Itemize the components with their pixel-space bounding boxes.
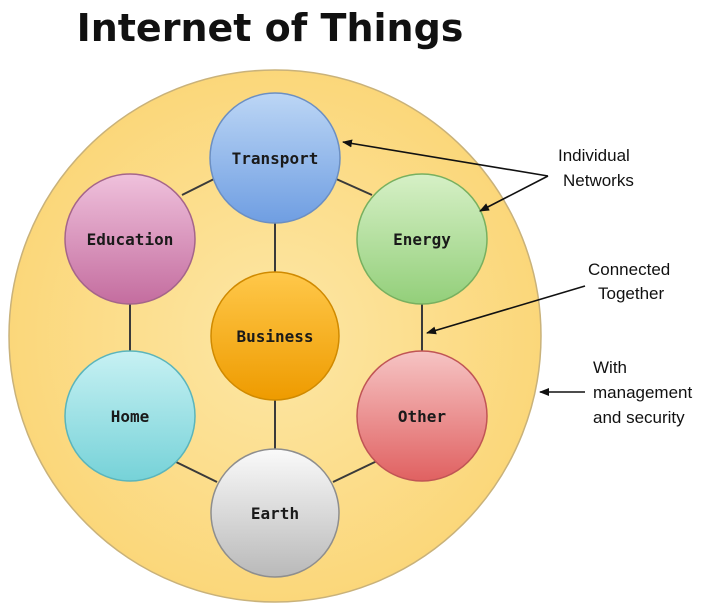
- node-education: Education: [64, 173, 196, 305]
- note-connected-line1: Connected: [588, 260, 670, 279]
- node-label-home: Home: [111, 407, 150, 426]
- node-energy: Energy: [356, 173, 488, 305]
- diagram-title: Internet of Things: [76, 6, 464, 50]
- node-transport: Transport: [209, 92, 341, 224]
- line-earth-other: [332, 460, 378, 483]
- annotation-arrows: [342, 139, 586, 396]
- line-home-earth: [173, 460, 218, 483]
- arrow-to-connection: [426, 285, 586, 335]
- arrow-to-energy: [479, 175, 549, 212]
- node-home: Home: [64, 350, 196, 482]
- note-management-line3: and security: [593, 408, 685, 427]
- note-individual-line1: Individual: [558, 146, 630, 165]
- node-label-education: Education: [87, 230, 174, 249]
- node-label-energy: Energy: [393, 230, 451, 249]
- node-label-earth: Earth: [251, 504, 299, 523]
- node-business: Business: [210, 271, 340, 401]
- node-other: Other: [356, 350, 488, 482]
- line-transport-energy: [333, 177, 373, 196]
- node-label-transport: Transport: [232, 149, 319, 168]
- note-management-line2: management: [593, 383, 693, 402]
- note-individual-line2: Networks: [563, 171, 634, 190]
- note-management-line1: With: [593, 358, 627, 377]
- connector-lines: [129, 177, 423, 483]
- line-transport-education: [181, 177, 217, 196]
- node-label-business: Business: [236, 327, 313, 346]
- arrow-to-transport: [342, 139, 549, 177]
- node-label-other: Other: [398, 407, 446, 426]
- note-connected-line2: Together: [598, 284, 664, 303]
- node-earth: Earth: [210, 448, 340, 578]
